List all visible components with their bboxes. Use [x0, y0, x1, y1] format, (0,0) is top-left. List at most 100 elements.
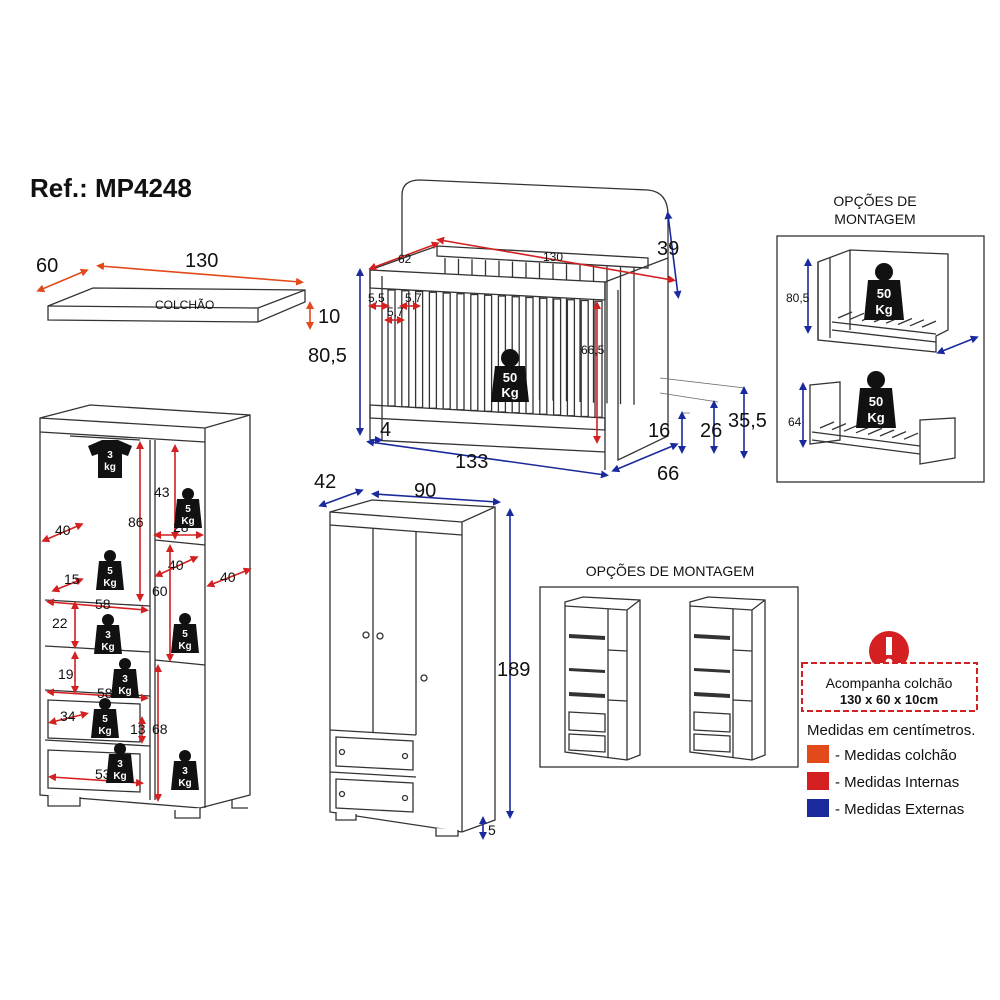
weight-icon: 3Kg [106, 743, 134, 783]
weight-icon: 5Kg [96, 550, 124, 590]
weight-value: 3 [117, 759, 123, 770]
weight-value: 5 [107, 566, 113, 577]
weight-unit: Kg [178, 641, 191, 652]
notice-box [801, 662, 978, 712]
crib-base-offset: 4 [380, 419, 391, 441]
legend-item-internal: - Medidas Internas [835, 774, 959, 791]
crib-front-slat [470, 293, 479, 412]
crib-front-slat [483, 294, 493, 412]
bed-a-weight-icon: 50 Kg [864, 263, 904, 320]
legend-item-external: - Medidas Externas [835, 801, 964, 818]
crib-front-slats [387, 289, 603, 418]
weight-icon: 5Kg [174, 488, 202, 528]
weight-unit: Kg [103, 578, 116, 589]
mattress-length-arrow [96, 262, 304, 286]
crib-h355: 35,5 [728, 410, 767, 432]
legend-swatch-external [807, 799, 829, 817]
crib-front-slat [580, 299, 589, 418]
crib-front-slat [566, 299, 576, 417]
svg-text:Kg: Kg [867, 410, 884, 425]
svg-text:50: 50 [869, 394, 883, 409]
bed-b-height: 64 [788, 415, 802, 429]
crib-height: 80,5 [308, 345, 347, 367]
crib-options-frame [776, 235, 985, 483]
legend-item-mattress: - Medidas colchão [835, 747, 957, 764]
svg-text:43: 43 [154, 484, 170, 500]
reference-title: Ref.: MP4248 [30, 173, 192, 203]
wardrobe-option-a [564, 596, 641, 761]
weight-unit: Kg [113, 771, 126, 782]
weight-value: 3 [105, 630, 111, 641]
crib-front-slat [387, 289, 396, 407]
svg-text:19: 19 [58, 666, 74, 682]
wardrobe-depth: 42 [314, 471, 336, 493]
mattress-notice: Acompanha colchão 130 x 60 x 10cm [801, 631, 978, 712]
wardrobe-options-panel: OPÇÕES DE MONTAGEM [539, 563, 799, 768]
crib-inner-length: 130 [543, 250, 563, 264]
weight-value: 3 [182, 766, 188, 777]
mattress-length-label: 130 [185, 250, 218, 272]
svg-text:34: 34 [60, 708, 76, 724]
svg-text:58: 58 [97, 685, 113, 701]
mattress-drawing: COLCHÃO 60 130 10 [36, 250, 340, 330]
crib-h26: 26 [700, 420, 722, 442]
weight-icon: 3kg [88, 440, 132, 478]
crib-front-slat [525, 296, 534, 415]
weight-value: 3 [107, 450, 113, 461]
legend-title: Medidas em centímetros. [807, 722, 975, 739]
legend: Medidas em centímetros. - Medidas colchã… [807, 722, 975, 818]
svg-text:40: 40 [220, 569, 236, 585]
crib-weight-value: 50 [503, 370, 517, 385]
crib-options-title-1: OPÇÕES DE [833, 193, 916, 209]
crib-front-slat [552, 298, 562, 416]
wardrobe-feet: 5 [488, 822, 496, 838]
crib-weight-icon: 50 Kg [491, 349, 529, 402]
weight-unit: Kg [118, 686, 131, 697]
weight-icon: 5Kg [171, 613, 199, 653]
svg-text:86: 86 [128, 514, 144, 530]
crib-front-slat [401, 290, 410, 408]
crib-depth: 66 [657, 463, 679, 485]
mattress-width-arrow [36, 268, 89, 293]
wardrobe-interior-drawing: 40 86 43 28 40 40 15 58 60 22 19 58 34 1… [39, 404, 252, 819]
crib-drawing: 50 Kg 130 62 39 80,5 5,5 5,7 5,7 66,5 4 … [308, 179, 767, 485]
crib-front-slat [414, 290, 424, 409]
svg-text:13: 13 [130, 721, 146, 737]
wardrobe-options-frame [539, 586, 799, 768]
weight-icon: 5Kg [91, 698, 119, 738]
crib-inner-height: 66,5 [581, 343, 605, 357]
notice-line1: Acompanha colchão [826, 675, 953, 691]
mattress-label: COLCHÃO [155, 298, 214, 312]
weight-unit: Kg [98, 726, 111, 737]
crib-front-slat [456, 293, 465, 411]
weight-value: 5 [182, 629, 188, 640]
svg-text:Kg: Kg [875, 302, 892, 317]
bed-b-weight-icon: 50 Kg [856, 371, 896, 428]
crib-front-slat [539, 297, 548, 415]
crib-length: 133 [455, 451, 488, 473]
legend-swatch-mattress [807, 745, 829, 763]
mattress-height-label: 10 [318, 306, 340, 328]
weight-value: 5 [185, 504, 191, 515]
svg-text:22: 22 [52, 615, 68, 631]
wardrobe-height: 189 [497, 659, 530, 681]
wardrobe-options-title: OPÇÕES DE MONTAGEM [586, 563, 755, 579]
mattress-width-label: 60 [36, 255, 58, 277]
weight-unit: Kg [181, 516, 194, 527]
bed-a-height: 80,5 [786, 291, 810, 305]
crib-option-a: 80,5 50 Kg [786, 249, 979, 355]
weight-icon: 3Kg [94, 614, 122, 654]
svg-text:15: 15 [64, 571, 80, 587]
legend-swatch-internal [807, 772, 829, 790]
weight-unit: Kg [178, 778, 191, 789]
crib-h16: 16 [648, 420, 670, 442]
crib-front-slat [594, 300, 603, 418]
weight-unit: kg [104, 462, 116, 473]
crib-headboard-height: 39 [657, 238, 679, 260]
crib-front-slat [428, 291, 438, 409]
wardrobe-width: 90 [414, 480, 436, 502]
svg-text:40: 40 [55, 522, 71, 538]
svg-text:68: 68 [152, 721, 168, 737]
svg-text:58: 58 [95, 596, 111, 612]
